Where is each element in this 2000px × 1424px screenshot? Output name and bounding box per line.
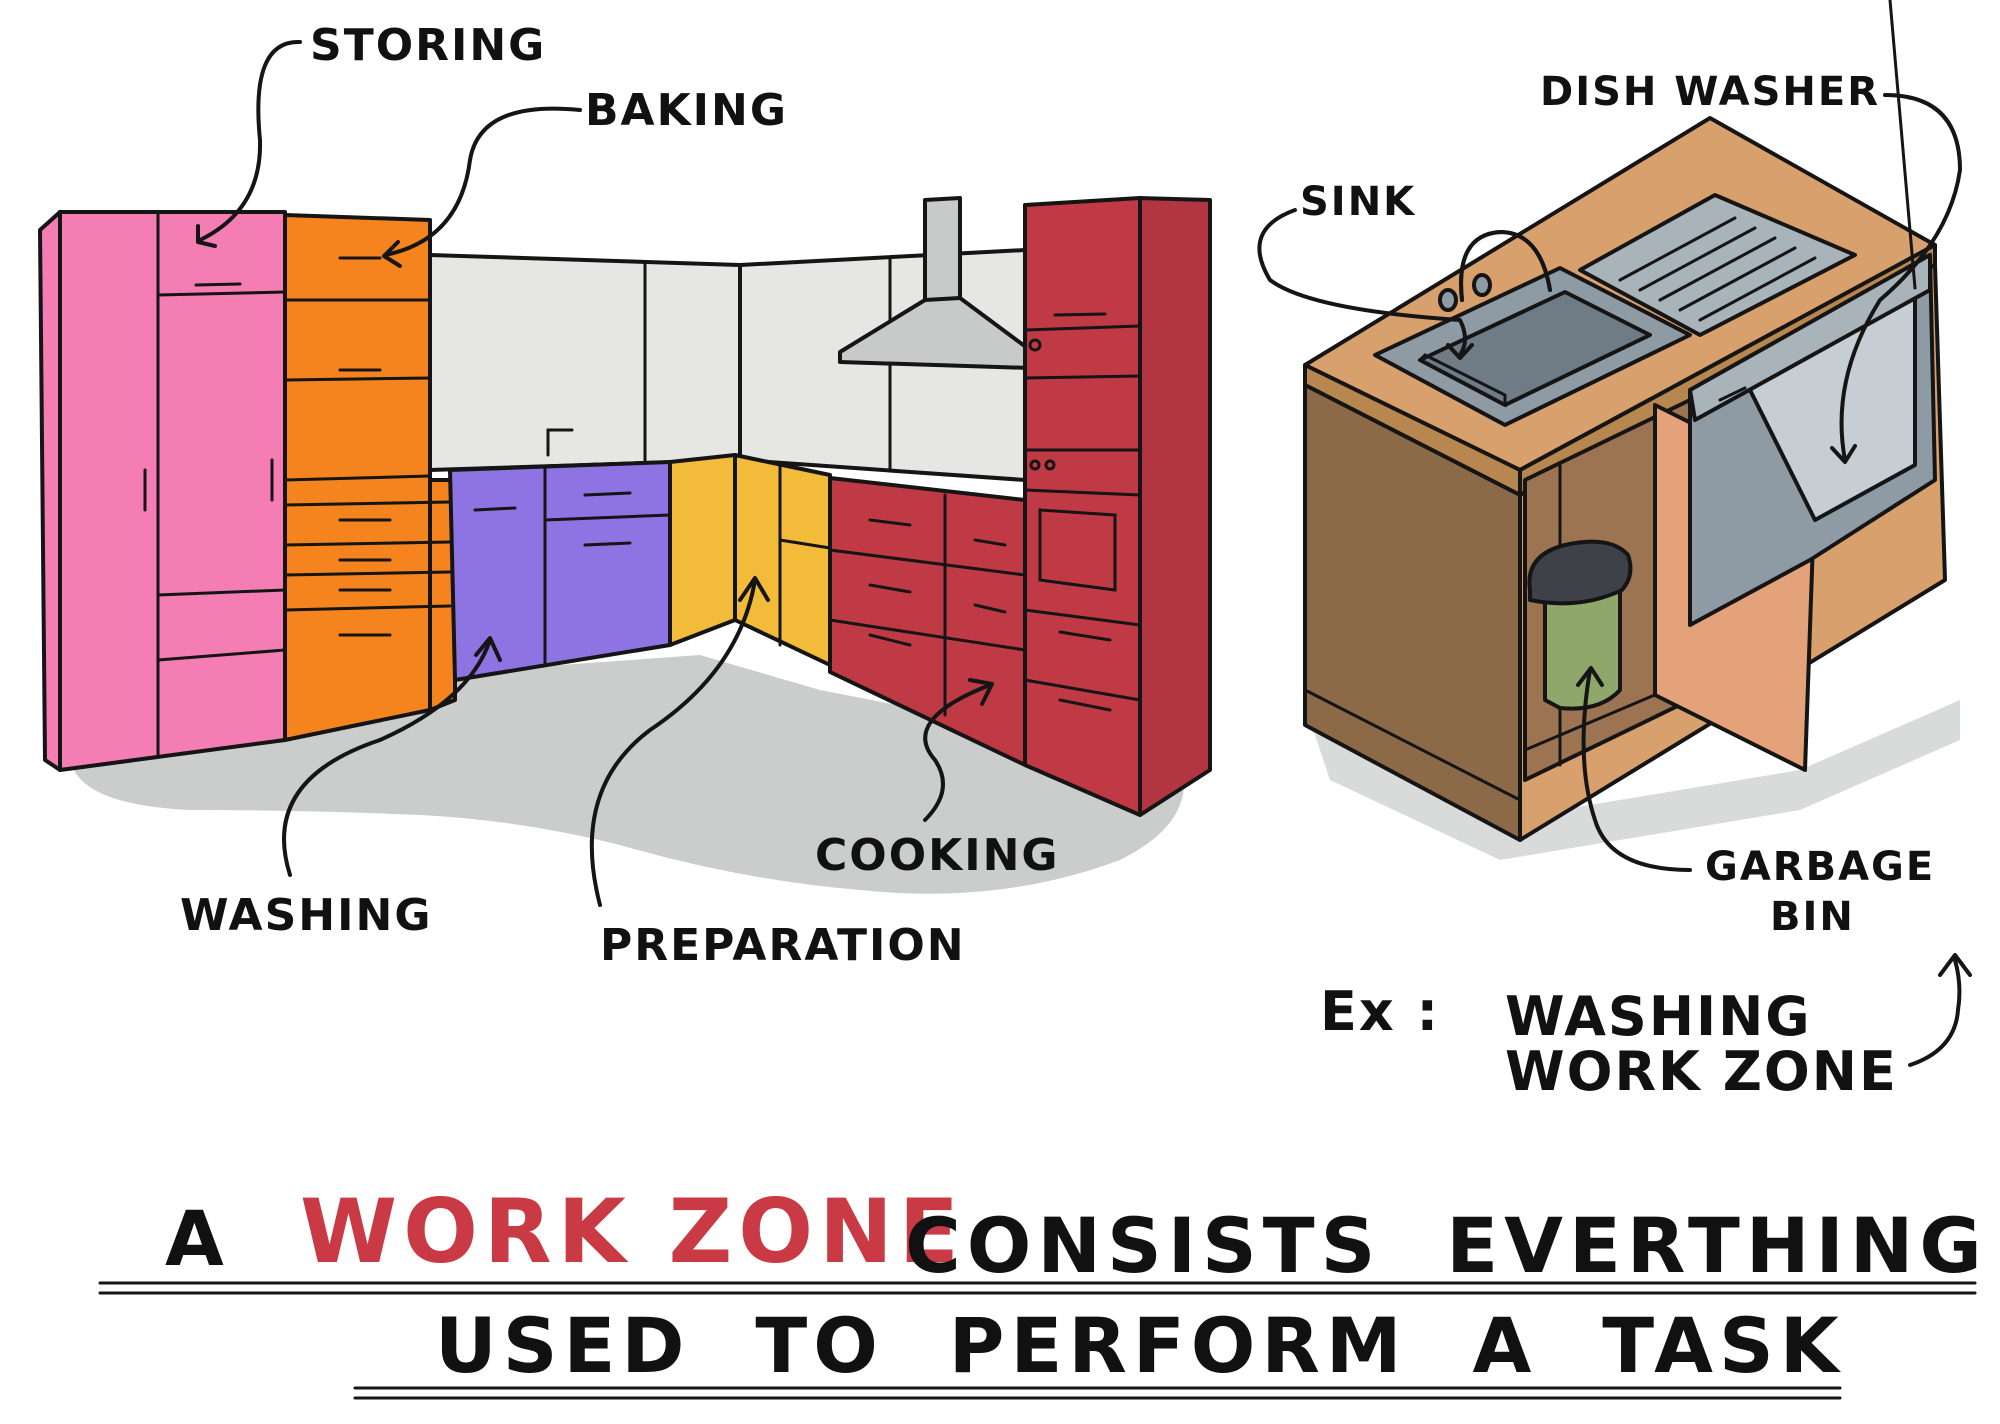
headline-highlight: WORK ZONE <box>300 1180 965 1283</box>
detail-floor-shadow <box>1310 700 1960 860</box>
label-storing: STORING <box>310 20 546 71</box>
dishwasher <box>1688 0 1937 627</box>
cooking-tall-cabinet <box>1023 196 1212 817</box>
label-dish-washer: DISH WASHER <box>1540 69 1880 115</box>
washing-zone-detail: SINK DISH WASHER GARBAGE BIN Ex : WASHIN… <box>1257 0 1972 1103</box>
label-cooking: COOKING <box>815 830 1060 881</box>
example-line2: WORK ZONE <box>1505 1040 1898 1103</box>
detail-arrows <box>1257 93 1972 1067</box>
headline-start: A <box>165 1194 230 1283</box>
washing-cabinet <box>448 428 672 682</box>
label-preparation: PREPARATION <box>600 920 966 971</box>
headline-end: CONSISTS EVERTHING <box>905 1201 1988 1290</box>
label-baking: BAKING <box>585 85 788 136</box>
label-bin: BIN <box>1770 894 1855 940</box>
storing-cabinet <box>38 210 287 772</box>
label-garbage: GARBAGE <box>1705 844 1935 890</box>
label-washing: WASHING <box>180 890 432 941</box>
sink <box>1373 230 1692 427</box>
headline: A WORK ZONE CONSISTS EVERTHING USED TO P… <box>98 1180 1988 1400</box>
baking-cabinet <box>283 213 457 742</box>
range-hood <box>838 196 1032 370</box>
example-prefix: Ex : <box>1320 980 1440 1043</box>
kitchen-overview: STORING BAKING WASHING PREPARATION COOKI… <box>38 20 1212 971</box>
preparation-cabinet <box>668 453 832 667</box>
drain-board <box>1578 193 1857 337</box>
headline-line2: USED TO PERFORM A TASK <box>435 1301 1845 1390</box>
example-line1: WASHING <box>1505 985 1812 1048</box>
garbage-bin <box>1527 539 1633 711</box>
label-sink: SINK <box>1300 179 1416 225</box>
overview-arrows <box>196 39 994 907</box>
